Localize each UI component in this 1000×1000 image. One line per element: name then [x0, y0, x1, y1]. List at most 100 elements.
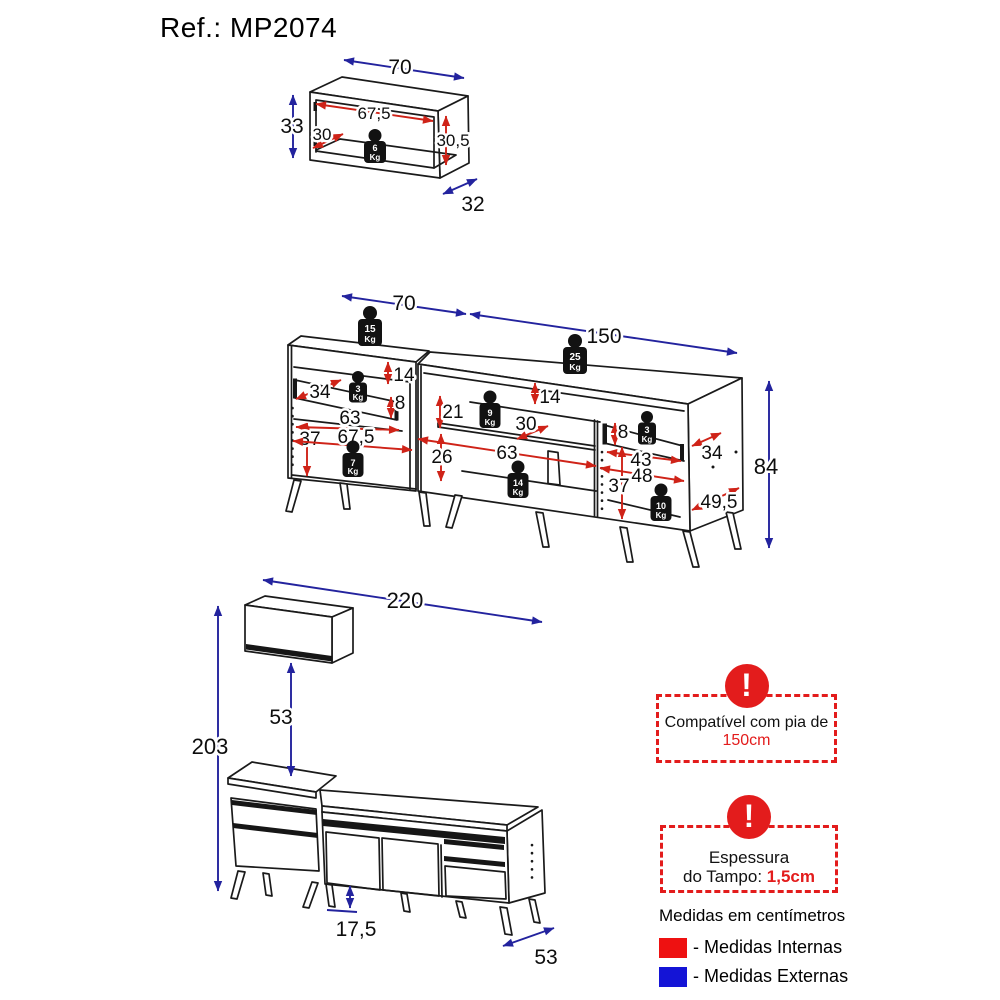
dim-label: 30,5 [436, 131, 469, 150]
exclamation-icon: ! [724, 664, 769, 708]
dim-label: 14 [539, 387, 561, 408]
dim-counter-ext-height: 84 [751, 380, 781, 549]
wall-cabinet-diagram: 70 33 32 67,5 30 30,5 [278, 54, 487, 219]
dim-mid-shelf-depth: 30 [513, 412, 549, 440]
dim-mid-top-gap: 14 [530, 382, 563, 411]
weight-icon: 10 Kg [650, 483, 672, 521]
weight-unit: Kg [353, 393, 364, 402]
weight-unit: Kg [370, 153, 381, 162]
weight-value: 25 [569, 352, 581, 363]
dim-wall-int-depth: 30 [310, 123, 344, 149]
weight-icon: 3 Kg [349, 371, 367, 403]
dim-label: 30 [515, 414, 536, 435]
weight-unit: Kg [569, 362, 580, 372]
assembled-set-diagram: 220 203 53 17,5 53 [189, 577, 560, 972]
counter-right-module-outline [417, 351, 744, 568]
dim-label: 26 [431, 447, 452, 468]
dim-label: 150 [586, 325, 621, 348]
dim-set-depth: 53 [502, 927, 560, 972]
dim-label: 63 [339, 408, 360, 429]
dim-counter-ext-total-width: 150 [469, 311, 738, 356]
dim-label: 34 [309, 382, 331, 403]
dim-label: 48 [631, 466, 652, 487]
dim-label: 33 [280, 115, 303, 138]
dim-set-total-height: 203 [189, 605, 231, 892]
notice-line2: do Tampo: 1,5cm [663, 867, 835, 886]
measure-legend: Medidas em centímetros - Medidas Interna… [659, 906, 848, 995]
dim-label: 84 [754, 454, 778, 479]
reference-code: Ref.: MP2074 [160, 12, 338, 43]
dim-label: 70 [388, 56, 411, 79]
dim-label: 8 [618, 422, 629, 443]
dim-label: 67,5 [357, 104, 390, 123]
notice-line1: Espessura [708, 848, 790, 867]
dim-left-shelf-width: 63 [295, 406, 400, 434]
weight-icon: 25 Kg [563, 334, 587, 374]
weight-unit: Kg [642, 435, 653, 444]
weight-unit: Kg [364, 334, 375, 344]
legend-item-internal: - Medidas Internas [659, 937, 848, 958]
weight-value: 3 [355, 384, 360, 394]
notice-line2-value: 1,5cm [766, 867, 815, 886]
weight-icon: 7 Kg [342, 440, 364, 477]
countertop-thickness-notice: ! Espessura do Tampo: 1,5cm [660, 795, 838, 893]
weight-unit: Kg [485, 418, 496, 427]
dim-right-lower-height: 37 [606, 446, 632, 520]
dim-label: 34 [701, 443, 723, 464]
weight-value: 6 [372, 143, 377, 153]
weight-value: 3 [644, 425, 649, 435]
dim-label: 203 [192, 734, 229, 759]
dim-right-inner-depth: 49,5 [691, 487, 740, 516]
dim-mid-upper-height: 21 [435, 395, 466, 429]
dim-left-drawer-height: 8 [386, 391, 408, 419]
dim-label: 14 [393, 365, 415, 386]
dim-counter-ext-left-width: 70 [341, 290, 467, 318]
dim-wall-int-width: 67,5 [315, 101, 434, 126]
notice-text: Compatível com pia de [664, 714, 829, 731]
external-measure-swatch [659, 966, 687, 987]
dim-label: 63 [496, 443, 517, 464]
set-wall-cabinet-outline [244, 595, 354, 664]
dim-wall-ext-width: 70 [343, 54, 465, 82]
dim-label: 53 [534, 946, 557, 969]
weight-icon: 6 Kg [364, 129, 386, 163]
weight-value: 15 [364, 324, 376, 335]
internal-measure-swatch [659, 937, 687, 958]
notice-value: 150cm [722, 732, 771, 749]
legend-title: Medidas em centímetros [659, 906, 846, 925]
counter-diagram: 70 150 84 14 34 8 [285, 290, 781, 568]
weight-icon: 15 Kg [358, 306, 382, 346]
dim-label: 37 [608, 476, 629, 497]
legend-label: - Medidas Externas [693, 966, 849, 986]
dim-left-drawer-depth: 34 [295, 379, 342, 406]
sink-compatibility-notice: ! Compatível com pia de 150cm [656, 664, 837, 763]
notice-line2-label: do Tampo: [682, 867, 763, 886]
dim-right-drawer-height: 8 [610, 420, 631, 446]
dim-label: 49,5 [701, 492, 738, 513]
weight-value: 14 [513, 478, 523, 488]
dim-set-leg-height: 17,5 [326, 885, 379, 944]
weight-icon: 14 Kg [507, 460, 529, 498]
weight-value: 7 [350, 458, 355, 468]
dim-set-total-width: 220 [262, 577, 543, 625]
weight-unit: Kg [656, 511, 667, 520]
dim-set-wall-gap: 53 [267, 662, 296, 777]
dim-wall-int-height: 30,5 [434, 115, 472, 166]
weight-icon: 9 Kg [479, 390, 501, 428]
legend-item-external: - Medidas Externas [659, 966, 848, 987]
weight-unit: Kg [348, 467, 359, 476]
dim-label: 30 [313, 125, 332, 144]
dim-label: 220 [387, 588, 424, 613]
dim-label: 17,5 [336, 918, 377, 941]
dim-label: 21 [442, 402, 463, 423]
dim-right-drawer-depth: 34 [691, 432, 725, 467]
dim-label: 8 [395, 393, 406, 414]
set-counter-outline [227, 761, 546, 936]
legend-label: - Medidas Internas [693, 937, 843, 957]
dim-right-inner-width: 48 [599, 464, 685, 490]
dim-label: 53 [269, 706, 292, 729]
weight-icon: 3 Kg [638, 411, 656, 445]
dim-label: 37 [299, 429, 320, 450]
exclamation-icon: ! [727, 795, 771, 839]
